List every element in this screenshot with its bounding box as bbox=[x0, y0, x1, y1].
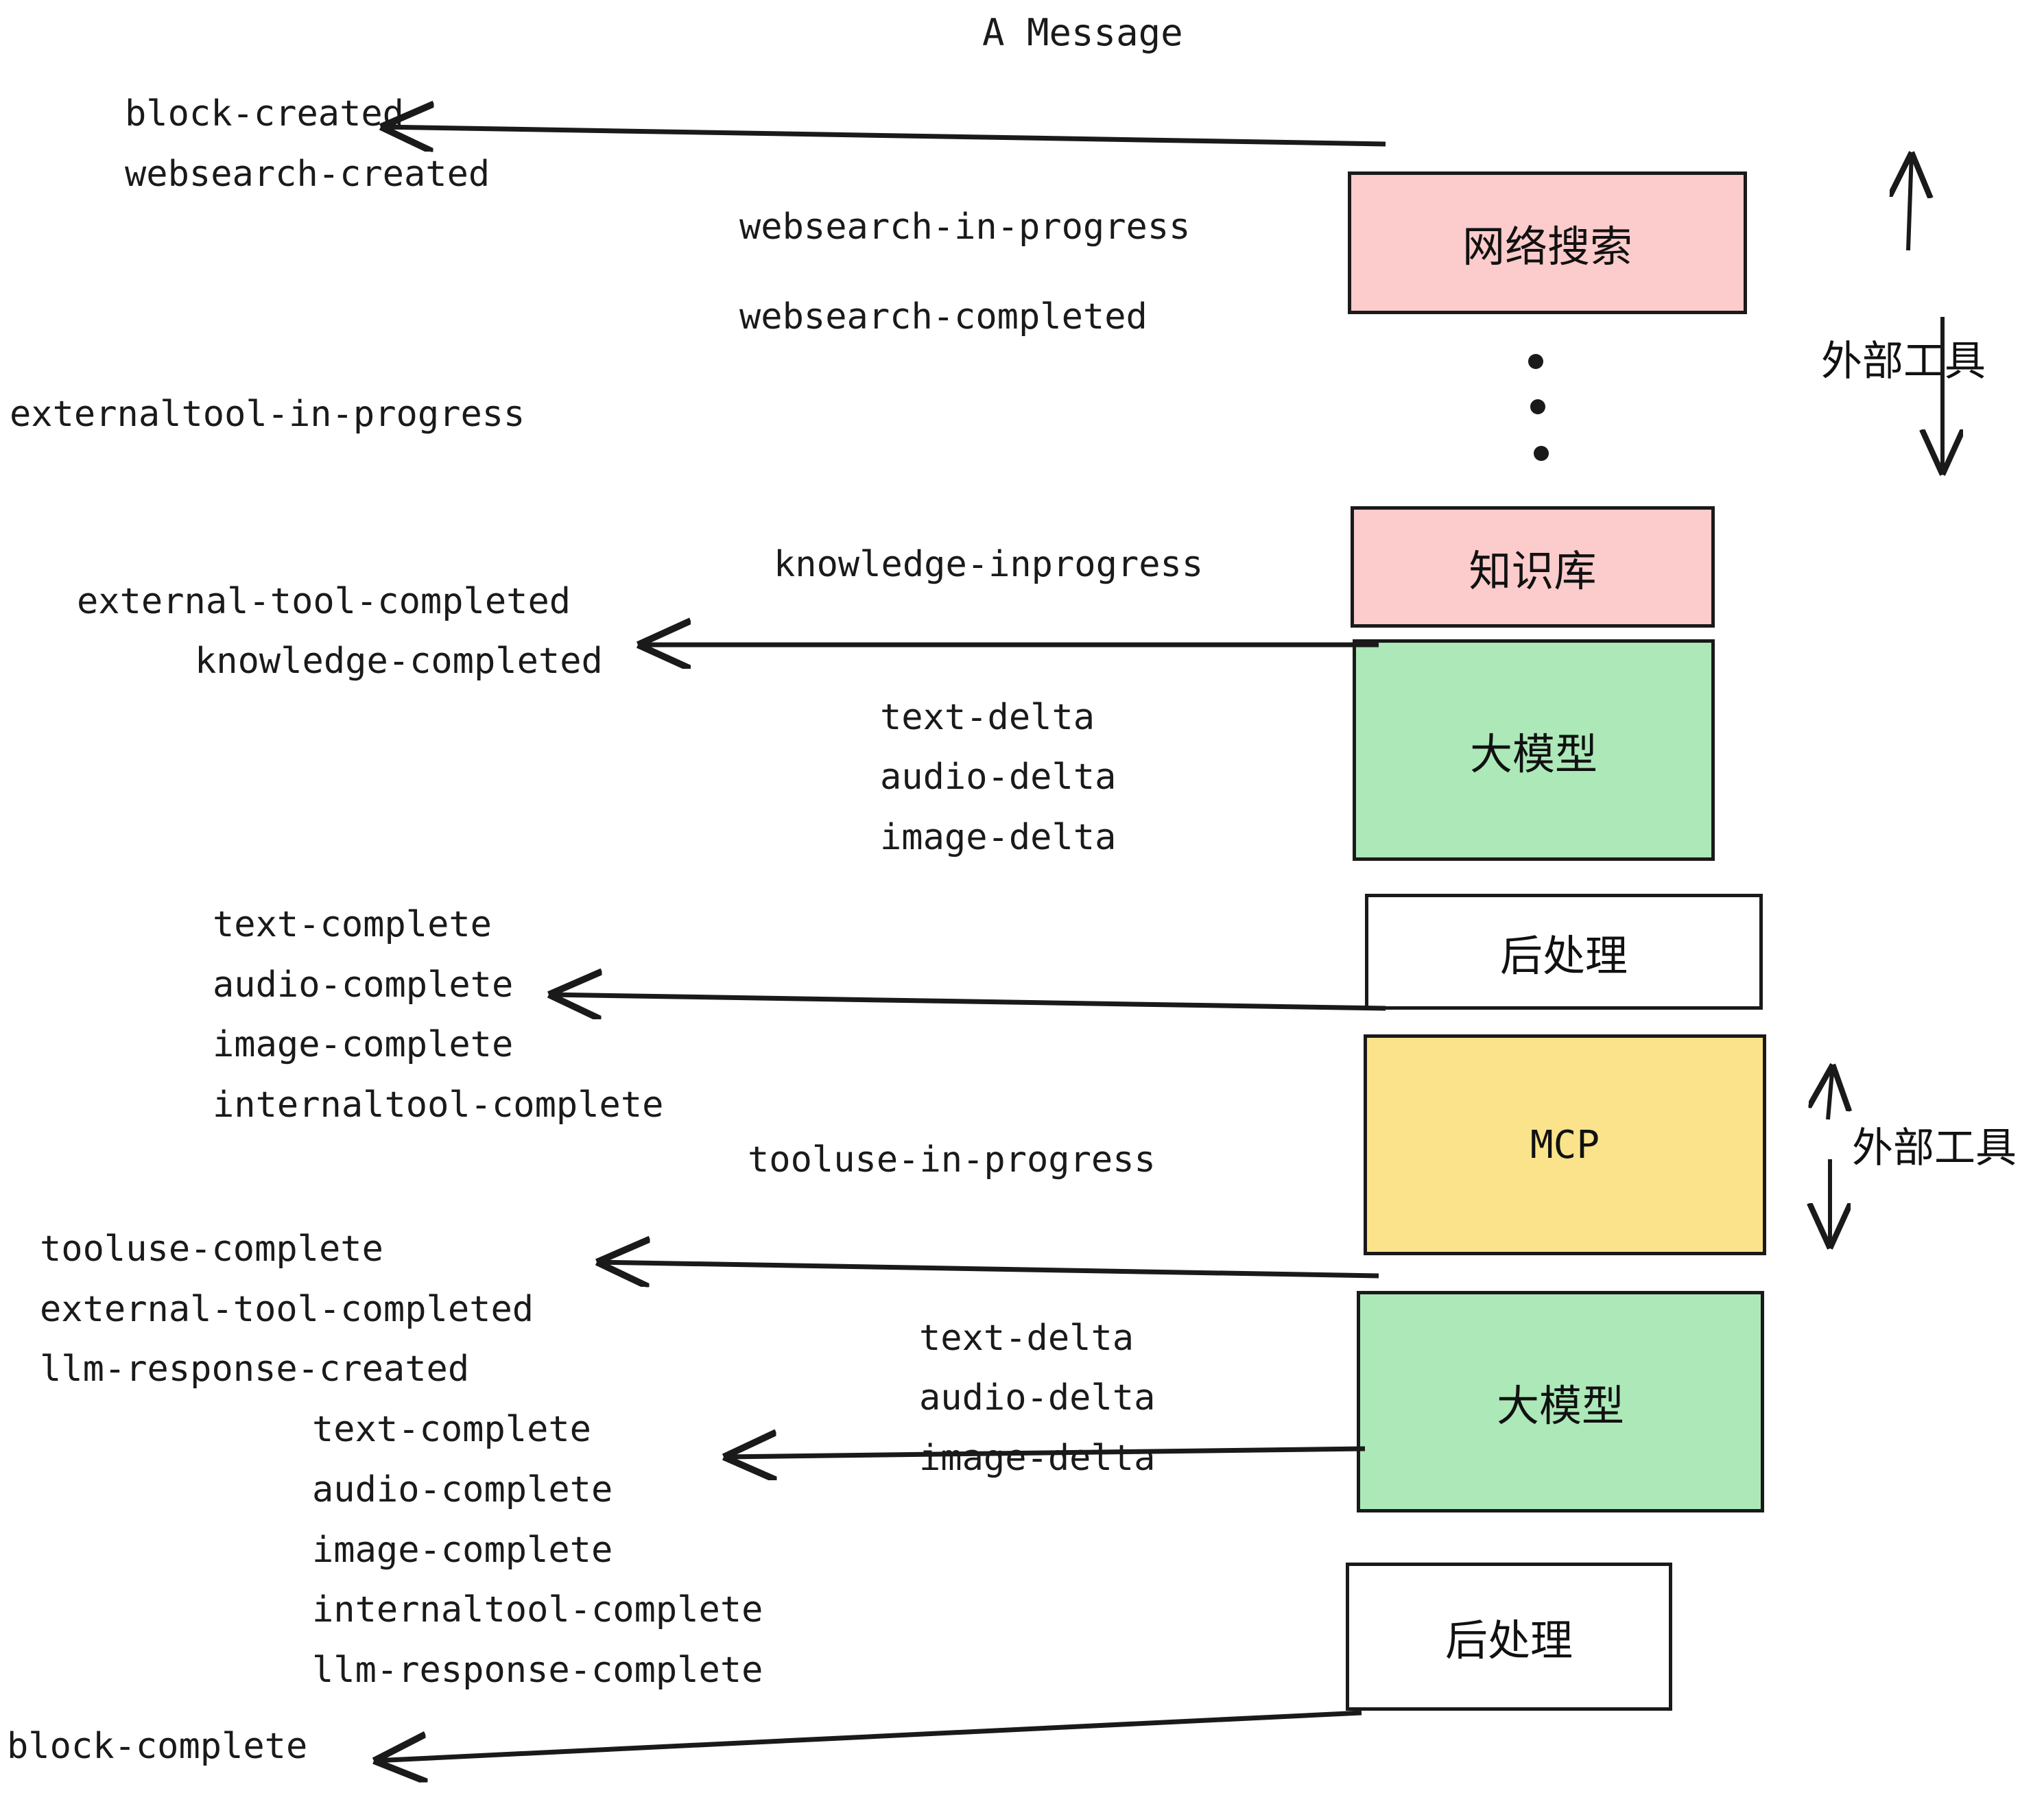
node-box: 网络搜索 bbox=[1348, 171, 1747, 314]
event-label: websearch-in-progress bbox=[739, 206, 1191, 248]
external-tool-label: 外部工具 bbox=[1852, 1124, 2017, 1172]
llm2-to-tooluse-complete bbox=[597, 1262, 1379, 1276]
event-label: text-complete bbox=[213, 904, 492, 945]
node-box: 知识库 bbox=[1351, 506, 1715, 628]
event-label: audio-complete bbox=[312, 1469, 613, 1510]
event-label: audio-delta bbox=[880, 757, 1117, 798]
external-tool-label: 外部工具 bbox=[1821, 337, 1986, 385]
ellipsis-dot-icon bbox=[1528, 354, 1543, 369]
event-label: websearch-created bbox=[125, 154, 490, 195]
event-label: knowledge-completed bbox=[195, 641, 603, 682]
node-box: 后处理 bbox=[1365, 894, 1763, 1010]
event-label: externaltool-in-progress bbox=[10, 394, 525, 435]
node-box: 大模型 bbox=[1357, 1291, 1764, 1512]
diagram-title: A Message bbox=[982, 11, 1183, 54]
event-label: block-created bbox=[125, 93, 404, 134]
event-label: text-complete bbox=[312, 1409, 591, 1450]
event-label: image-delta bbox=[880, 817, 1117, 858]
event-label: image-complete bbox=[312, 1530, 613, 1571]
event-label: llm-response-created bbox=[40, 1349, 470, 1390]
node-box: MCP bbox=[1364, 1034, 1766, 1255]
event-label: image-delta bbox=[919, 1438, 1156, 1479]
ellipsis-dot-icon bbox=[1534, 446, 1549, 461]
event-label: image-complete bbox=[213, 1024, 514, 1065]
event-label: tooluse-complete bbox=[40, 1229, 383, 1270]
external-tool-up-mcp bbox=[1828, 1065, 1833, 1120]
event-label: external-tool-completed bbox=[40, 1289, 534, 1330]
websearch-to-block-created bbox=[381, 127, 1386, 144]
mcp-to-image-complete bbox=[549, 995, 1386, 1008]
event-label: text-delta bbox=[880, 697, 1095, 738]
node-box: 大模型 bbox=[1353, 639, 1715, 861]
node-box: 后处理 bbox=[1346, 1563, 1672, 1711]
event-label: internaltool-complete bbox=[213, 1084, 664, 1126]
postprocess-to-block-complete bbox=[374, 1710, 1362, 1761]
external-tool-up-top bbox=[1908, 152, 1912, 251]
event-label: llm-response-complete bbox=[312, 1650, 763, 1691]
event-label: external-tool-completed bbox=[77, 581, 571, 622]
event-label: text-delta bbox=[919, 1318, 1134, 1359]
event-label: block-complete bbox=[7, 1726, 308, 1767]
ellipsis-dot-icon bbox=[1530, 399, 1545, 414]
event-label: internaltool-complete bbox=[312, 1589, 763, 1630]
event-label: audio-complete bbox=[213, 964, 514, 1006]
event-label: audio-delta bbox=[919, 1377, 1156, 1419]
event-label: tooluse-in-progress bbox=[748, 1139, 1156, 1180]
event-label: websearch-completed bbox=[739, 296, 1148, 337]
event-label: knowledge-inprogress bbox=[774, 544, 1204, 585]
